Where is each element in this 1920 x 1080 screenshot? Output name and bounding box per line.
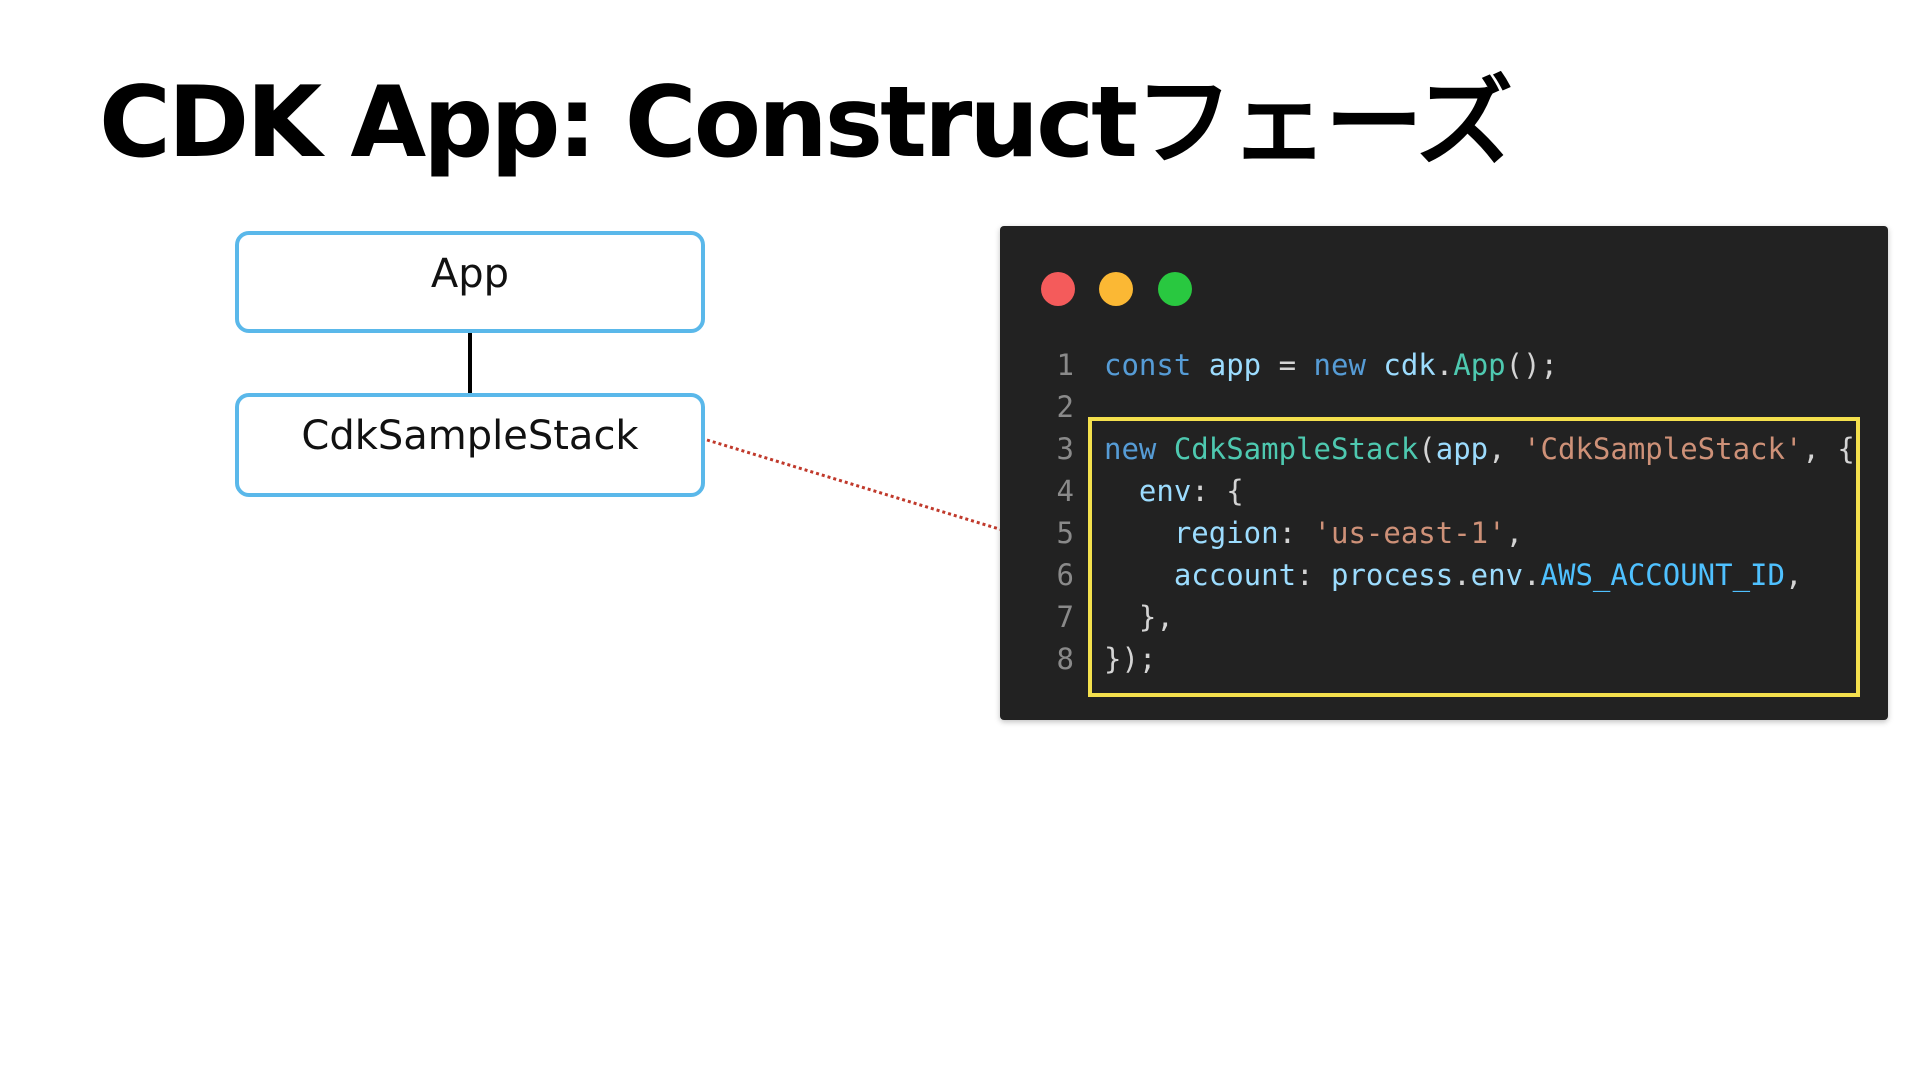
code-token bbox=[1104, 474, 1139, 508]
code-line: 2 bbox=[1000, 386, 1888, 428]
code-line: 8}); bbox=[1000, 638, 1888, 680]
code-token: App bbox=[1453, 348, 1506, 382]
line-number: 2 bbox=[1056, 390, 1074, 424]
code-token: account bbox=[1173, 558, 1297, 592]
tree-node-app: App bbox=[235, 231, 705, 333]
code-token bbox=[1104, 516, 1174, 550]
code-token: env bbox=[1470, 558, 1524, 592]
code-token: region bbox=[1173, 516, 1279, 550]
code-token: env bbox=[1138, 474, 1192, 508]
code-editor-window bbox=[1000, 226, 1888, 720]
code-text: env: { bbox=[1104, 470, 1244, 512]
code-text: new CdkSampleStack(app, 'CdkSampleStack'… bbox=[1104, 428, 1855, 470]
code-line: 5 region: 'us-east-1', bbox=[1000, 512, 1888, 554]
code-token: AWS_ACCOUNT_ID bbox=[1540, 558, 1785, 592]
code-text: account: process.env.AWS_ACCOUNT_ID, bbox=[1104, 554, 1803, 596]
code-line: 6 account: process.env.AWS_ACCOUNT_ID, bbox=[1000, 554, 1888, 596]
code-token: , bbox=[1488, 432, 1524, 466]
code-text: }, bbox=[1104, 596, 1174, 638]
code-line: 4 env: { bbox=[1000, 470, 1888, 512]
tree-node-stack: CdkSampleStack bbox=[235, 393, 705, 497]
window-zoom-dot-icon bbox=[1158, 272, 1192, 306]
code-token bbox=[1104, 558, 1174, 592]
code-token: new bbox=[1104, 432, 1174, 466]
code-text: const app = new cdk.App(); bbox=[1104, 344, 1558, 386]
code-token: const bbox=[1104, 348, 1209, 382]
code-text: }); bbox=[1104, 638, 1156, 680]
code-text: region: 'us-east-1', bbox=[1104, 512, 1523, 554]
line-number: 6 bbox=[1056, 558, 1074, 592]
tree-node-stack-label: CdkSampleStack bbox=[301, 413, 639, 459]
code-token: . bbox=[1435, 348, 1454, 382]
code-token: (); bbox=[1505, 348, 1559, 382]
code-token: app bbox=[1208, 348, 1262, 382]
code-token: }); bbox=[1104, 642, 1157, 676]
code-token: }, bbox=[1104, 600, 1174, 634]
code-token: : bbox=[1278, 516, 1314, 550]
code-token: , { bbox=[1802, 432, 1855, 466]
code-line: 7 }, bbox=[1000, 596, 1888, 638]
line-number: 7 bbox=[1056, 600, 1074, 634]
code-token: new bbox=[1313, 348, 1384, 382]
line-number: 8 bbox=[1056, 642, 1074, 676]
code-token: : { bbox=[1191, 474, 1244, 508]
line-number: 3 bbox=[1056, 432, 1074, 466]
code-token: ( bbox=[1418, 432, 1436, 466]
slide-title: CDK App: Constructフェーズ bbox=[99, 66, 1513, 180]
line-number: 5 bbox=[1056, 516, 1074, 550]
window-minimize-dot-icon bbox=[1099, 272, 1133, 306]
tree-node-app-label: App bbox=[430, 251, 510, 297]
line-number: 4 bbox=[1056, 474, 1074, 508]
code-token: : bbox=[1296, 558, 1331, 592]
code-token: 'us-east-1' bbox=[1313, 516, 1506, 550]
code-token: CdkSampleStack bbox=[1173, 432, 1419, 466]
code-line: 1 const app = new cdk.App(); bbox=[1000, 344, 1888, 386]
window-close-dot-icon bbox=[1041, 272, 1075, 306]
code-token: app bbox=[1435, 432, 1489, 466]
code-token: process bbox=[1330, 558, 1454, 592]
code-token: , bbox=[1784, 558, 1803, 592]
code-token: . bbox=[1523, 558, 1541, 592]
code-token: . bbox=[1453, 558, 1471, 592]
code-token: , bbox=[1505, 516, 1524, 550]
code-token: cdk bbox=[1383, 348, 1436, 382]
line-number: 1 bbox=[1056, 348, 1074, 382]
code-token: 'CdkSampleStack' bbox=[1523, 432, 1803, 466]
code-line: 3 new CdkSampleStack(app, 'CdkSampleStack… bbox=[1000, 428, 1888, 470]
code-token: = bbox=[1261, 348, 1314, 382]
